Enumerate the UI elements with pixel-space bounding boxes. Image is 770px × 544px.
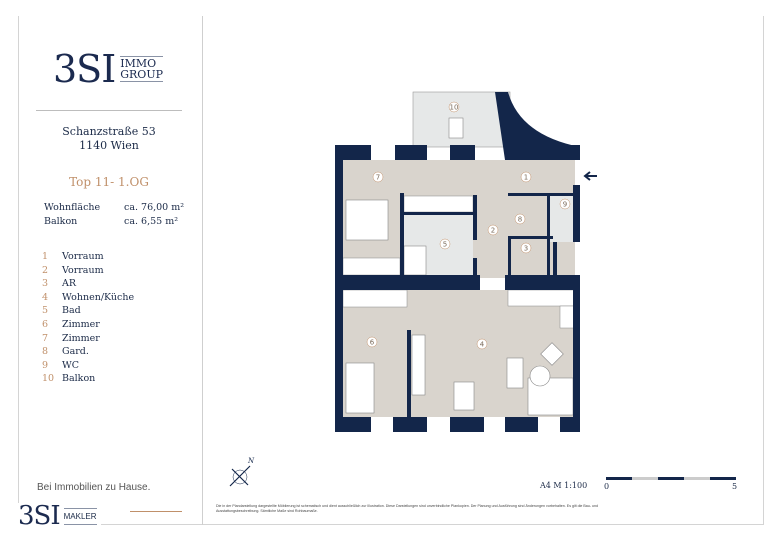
legend-name: Balkon	[62, 373, 96, 385]
legend-item: 8 Gard.	[42, 345, 134, 359]
area-row: Balkon ca. 6,55 m²	[44, 216, 178, 227]
room-number: 7	[376, 174, 380, 182]
unit-title: Top 11- 1.OG	[69, 175, 149, 189]
logo-main: 3SI	[53, 47, 116, 91]
area-row: Wohnfläche ca. 76,00 m²	[44, 202, 184, 213]
address-street: Schanzstraße 53	[62, 125, 156, 138]
area-value: ca. 6,55 m²	[124, 216, 179, 227]
legend-name: AR	[62, 278, 77, 290]
shower	[403, 245, 427, 276]
room-number: 10	[450, 104, 459, 112]
bed	[345, 362, 375, 414]
room-number: 2	[491, 227, 495, 235]
coffee-table	[529, 365, 551, 387]
legend-item: 10 Balkon	[42, 372, 134, 386]
walls	[335, 92, 580, 432]
legend-num: 2	[42, 264, 49, 276]
sidebar-divider	[202, 16, 203, 525]
legend-item: 3 AR	[42, 277, 134, 291]
room-number: 3	[524, 245, 528, 253]
scale-end: 5	[732, 482, 738, 491]
north-label: N	[247, 457, 255, 465]
disclaimer: Die in der Plandarstellung dargestellte …	[216, 504, 598, 513]
legend-num: 4	[42, 291, 49, 303]
logo-sub-2: GROUP	[120, 68, 163, 81]
kitchen-counter	[507, 289, 576, 307]
legend-name: Zimmer	[62, 318, 100, 330]
slogan: Bei Immobilien zu Hause.	[37, 482, 151, 493]
legend-name: Zimmer	[62, 332, 100, 344]
kitchen-counter	[559, 305, 576, 329]
legend-item: 2 Vorraum	[42, 264, 134, 278]
wardrobe	[342, 257, 401, 276]
legend-num: 8	[42, 346, 49, 358]
separator	[36, 110, 182, 111]
legend-name: Wohnen/Küche	[62, 291, 135, 303]
sideboard	[411, 334, 426, 396]
scale-bar	[606, 477, 736, 480]
balcony-table	[448, 117, 464, 139]
area-label: Balkon	[44, 216, 78, 227]
room-number: 9	[563, 201, 567, 209]
dining-table	[453, 381, 475, 411]
wardrobe	[342, 289, 408, 308]
bed	[345, 199, 389, 241]
legend-name: Bad	[62, 305, 81, 317]
legend-name: Gard.	[62, 346, 89, 358]
legend-item: 7 Zimmer	[42, 332, 134, 346]
room-number: 5	[443, 241, 447, 249]
north-compass-icon: N	[229, 457, 255, 487]
legend-item: 1 Vorraum	[42, 250, 134, 264]
wardrobe	[403, 195, 474, 213]
makler-logo: 3SI MAKLER	[18, 503, 101, 529]
makler-logo-sub: MAKLER	[63, 507, 97, 525]
makler-logo-main: 3SI	[18, 501, 61, 531]
accent-line	[130, 511, 182, 512]
area-value: ca. 76,00 m²	[124, 202, 185, 213]
room-number: 8	[518, 216, 522, 224]
room-number: 4	[480, 341, 485, 349]
scale-start: 0	[604, 482, 610, 491]
entrance-arrow-icon	[583, 171, 597, 181]
legend-num: 9	[42, 359, 49, 371]
armchair	[506, 357, 524, 389]
legend-num: 7	[42, 332, 49, 344]
page-frame	[18, 16, 764, 525]
armchair	[540, 342, 564, 366]
address: Schanzstraße 53 1140 Wien	[36, 125, 182, 153]
area-label: Wohnfläche	[44, 202, 101, 213]
legend-num: 10	[42, 373, 55, 385]
address-city: 1140 Wien	[79, 139, 139, 152]
legend-item: 6 Zimmer	[42, 318, 134, 332]
legend-item: 5 Bad	[42, 304, 134, 318]
legend-name: WC	[62, 359, 80, 371]
room-number: 6	[370, 339, 375, 347]
legend-num: 5	[42, 305, 49, 317]
room-number: 1	[524, 174, 528, 182]
scale-label: A4 M 1:100	[540, 481, 588, 490]
legend-num: 3	[42, 278, 49, 290]
legend-item: 4 Wohnen/Küche	[42, 291, 134, 305]
legend-name: Vorraum	[62, 264, 104, 276]
legend-item: 9 WC	[42, 359, 134, 373]
legend-name: Vorraum	[62, 251, 104, 262]
logo-sub-1: IMMO	[120, 57, 157, 70]
legend-num: 6	[42, 318, 49, 330]
legend-num: 1	[42, 251, 49, 262]
